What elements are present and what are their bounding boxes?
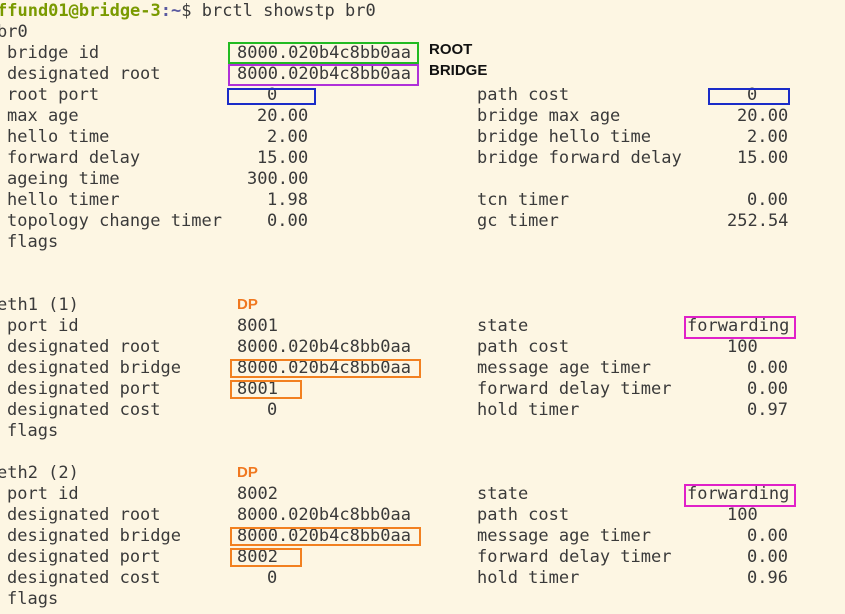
row-label: port id bbox=[7, 484, 79, 504]
row-label-2: gc timer bbox=[477, 211, 559, 231]
row-label: designated bridge bbox=[7, 358, 181, 378]
row-value-2: 100 bbox=[727, 505, 758, 525]
row-value-2: 0.00 bbox=[747, 547, 788, 567]
eth2-dp-annotation: DP bbox=[237, 464, 258, 481]
prompt-symbol: $ bbox=[181, 1, 192, 21]
row-label: hello timer bbox=[7, 190, 120, 210]
row-value: 8000.020b4c8bb0aa bbox=[237, 43, 411, 63]
row-value-2: forwarding bbox=[687, 316, 790, 336]
row-label: designated cost bbox=[7, 400, 161, 420]
root-annotation-line2: BRIDGE bbox=[429, 62, 488, 79]
row-label-2: message age timer bbox=[477, 358, 651, 378]
eth2-designated-port-highlight bbox=[230, 548, 302, 567]
row-value: 8000.020b4c8bb0aa bbox=[237, 358, 411, 378]
row-label: topology change timer bbox=[7, 211, 222, 231]
row-value-2: 252.54 bbox=[727, 211, 789, 231]
row-label-2: forward delay timer bbox=[477, 379, 672, 399]
row-value: 8001 bbox=[237, 316, 278, 336]
row-value-2: 0.00 bbox=[747, 526, 788, 546]
row-value-2: 0 bbox=[747, 85, 758, 105]
row-label: port id bbox=[7, 316, 79, 336]
row-value: 0 bbox=[267, 568, 278, 588]
row-value: 0 bbox=[267, 400, 278, 420]
eth1-state-highlight bbox=[684, 316, 796, 339]
row-label: designated port bbox=[7, 379, 161, 399]
row-value-2: 100 bbox=[727, 337, 758, 357]
row-label: hello time bbox=[7, 127, 110, 147]
row-label-2: path cost bbox=[477, 337, 570, 357]
row-label-2: hold timer bbox=[477, 400, 580, 420]
row-label: bridge id bbox=[7, 43, 100, 63]
row-label: designated port bbox=[7, 547, 161, 567]
designated-root-highlight bbox=[228, 64, 419, 86]
eth2-designated-bridge-highlight bbox=[230, 527, 421, 546]
row-label-2: message age timer bbox=[477, 526, 651, 546]
row-value-2: 0.96 bbox=[747, 568, 788, 588]
row-value: 8000.020b4c8bb0aa bbox=[237, 337, 411, 357]
row-label: designated root bbox=[7, 505, 161, 525]
row-label-2: path cost bbox=[477, 85, 570, 105]
port-name: eth2 (2) bbox=[0, 463, 79, 483]
row-value: 2.00 bbox=[267, 127, 308, 147]
row-value-2: 0.00 bbox=[747, 358, 788, 378]
row-value: 0.00 bbox=[267, 211, 308, 231]
eth2-state-highlight bbox=[684, 484, 796, 507]
row-label: designated root bbox=[7, 337, 161, 357]
row-value: 8000.020b4c8bb0aa bbox=[237, 64, 411, 84]
row-label-2: state bbox=[477, 484, 529, 504]
row-value: 300.00 bbox=[247, 169, 309, 189]
row-value-2: 15.00 bbox=[737, 148, 789, 168]
row-value-2: 0.97 bbox=[747, 400, 788, 420]
row-label: forward delay bbox=[7, 148, 141, 168]
row-value: 1.98 bbox=[267, 190, 308, 210]
row-label-2: bridge max age bbox=[477, 106, 621, 126]
row-label-2: bridge forward delay bbox=[477, 148, 682, 168]
root-annotation-line1: ROOT bbox=[429, 41, 473, 58]
row-label-2: forward delay timer bbox=[477, 547, 672, 567]
eth1-designated-port-highlight bbox=[230, 380, 302, 399]
row-value-2: 0.00 bbox=[747, 190, 788, 210]
row-value: 0 bbox=[267, 85, 278, 105]
command-text: brctl showstp br0 bbox=[191, 1, 376, 21]
prompt-line: ffund01@bridge-3:~$ brctl showstp br0 bbox=[0, 1, 376, 22]
row-value: 8000.020b4c8bb0aa bbox=[237, 505, 411, 525]
row-value: 20.00 bbox=[257, 106, 309, 126]
row-value-2: 20.00 bbox=[737, 106, 789, 126]
row-label-2: bridge hello time bbox=[477, 127, 651, 147]
eth1-designated-bridge-highlight bbox=[230, 359, 421, 378]
root-port-highlight bbox=[227, 88, 316, 105]
row-label-2: state bbox=[477, 316, 529, 336]
bridge-name: br0 bbox=[0, 22, 28, 42]
row-label: designated cost bbox=[7, 568, 161, 588]
row-label: designated bridge bbox=[7, 526, 181, 546]
row-value-2: forwarding bbox=[687, 484, 790, 504]
path-cost-highlight bbox=[708, 88, 790, 105]
row-label-2: tcn timer bbox=[477, 190, 570, 210]
row-value: 8002 bbox=[237, 484, 278, 504]
row-label: flags bbox=[7, 589, 59, 609]
row-value-2: 0.00 bbox=[747, 379, 788, 399]
eth1-dp-annotation: DP bbox=[237, 296, 258, 313]
row-value: 8002 bbox=[237, 547, 278, 567]
prompt-path: :~ bbox=[160, 1, 182, 21]
port-name: eth1 (1) bbox=[0, 295, 79, 315]
row-label: root port bbox=[7, 85, 100, 105]
row-label: designated root bbox=[7, 64, 161, 84]
prompt-user-host: ffund01@bridge-3 bbox=[0, 1, 161, 21]
row-value: 8000.020b4c8bb0aa bbox=[237, 526, 411, 546]
row-label-2: hold timer bbox=[477, 568, 580, 588]
row-label-2: path cost bbox=[477, 505, 570, 525]
row-value-2: 2.00 bbox=[747, 127, 788, 147]
row-value: 8001 bbox=[237, 379, 278, 399]
bridge-id-highlight bbox=[228, 42, 419, 64]
row-label: ageing time bbox=[7, 169, 120, 189]
row-label: flags bbox=[7, 232, 59, 252]
row-label: max age bbox=[7, 106, 79, 126]
row-label: flags bbox=[7, 421, 59, 441]
row-value: 15.00 bbox=[257, 148, 309, 168]
